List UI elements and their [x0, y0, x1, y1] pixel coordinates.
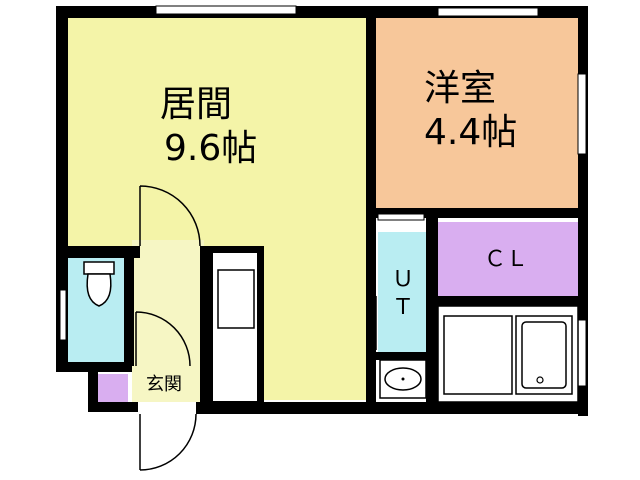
bathroom	[437, 305, 579, 403]
wash-basin	[379, 359, 427, 399]
living-room-extension	[258, 240, 366, 400]
doors	[135, 185, 377, 471]
kitchen-counter	[211, 251, 259, 403]
utility-label-top: Ｕ	[392, 267, 414, 292]
hall-area	[132, 240, 204, 370]
utility-room	[378, 232, 426, 354]
closet-room	[436, 222, 578, 296]
toilet-fixture	[83, 261, 115, 307]
entrance-step	[98, 374, 128, 402]
living-room-size: 9.6帖	[164, 128, 257, 169]
living-room	[68, 18, 366, 256]
western-room-name: 洋室	[424, 68, 496, 109]
utility-label-bottom: Ｔ	[392, 295, 414, 320]
western-room	[376, 18, 578, 208]
windows	[59, 5, 587, 387]
living-room-name: 居間	[160, 84, 232, 125]
western-room-size: 4.4帖	[424, 112, 517, 153]
entrance-label: 玄関	[146, 374, 182, 395]
entrance-area	[132, 368, 204, 402]
closet-label: ＣＬ	[484, 247, 528, 272]
